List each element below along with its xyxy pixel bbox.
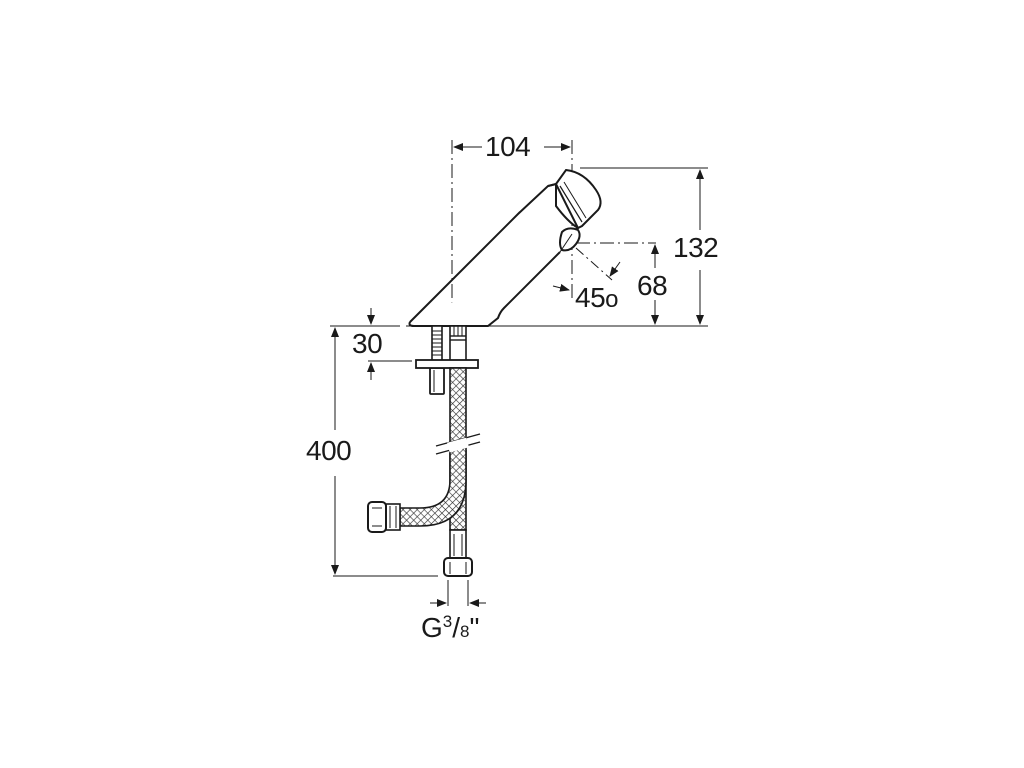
label-total-height: 132 — [673, 232, 719, 263]
dim-400 — [331, 327, 438, 577]
dim-132 — [580, 167, 708, 325]
label-deck-thickness: 30 — [352, 328, 383, 359]
label-outlet-angle: 45o — [575, 282, 619, 313]
dim-30 — [367, 308, 412, 380]
dim-thread — [430, 580, 486, 607]
break-symbol — [435, 433, 481, 455]
faucet-body — [408, 168, 602, 327]
thread-denominator: 8 — [460, 622, 470, 641]
angle-degree-symbol: o — [605, 286, 619, 313]
side-hose-nut — [367, 501, 401, 533]
angle-value: 45 — [575, 282, 606, 313]
label-connection-thread: G3/8" — [421, 612, 480, 643]
hose-top-connector — [449, 325, 467, 363]
bottom-hose-nut — [443, 529, 473, 577]
label-hose-length: 400 — [306, 435, 352, 466]
label-spout-reach: 104 — [485, 131, 531, 162]
braided-hose-curved — [399, 450, 467, 527]
dim-45deg — [552, 261, 621, 292]
label-outlet-height: 68 — [637, 270, 668, 301]
thread-numerator: 3 — [442, 612, 453, 631]
mounting-plate — [415, 359, 479, 369]
thread-slash: / — [452, 612, 461, 643]
thread-prefix: G — [421, 612, 443, 643]
thread-inch-mark: " — [469, 612, 480, 643]
